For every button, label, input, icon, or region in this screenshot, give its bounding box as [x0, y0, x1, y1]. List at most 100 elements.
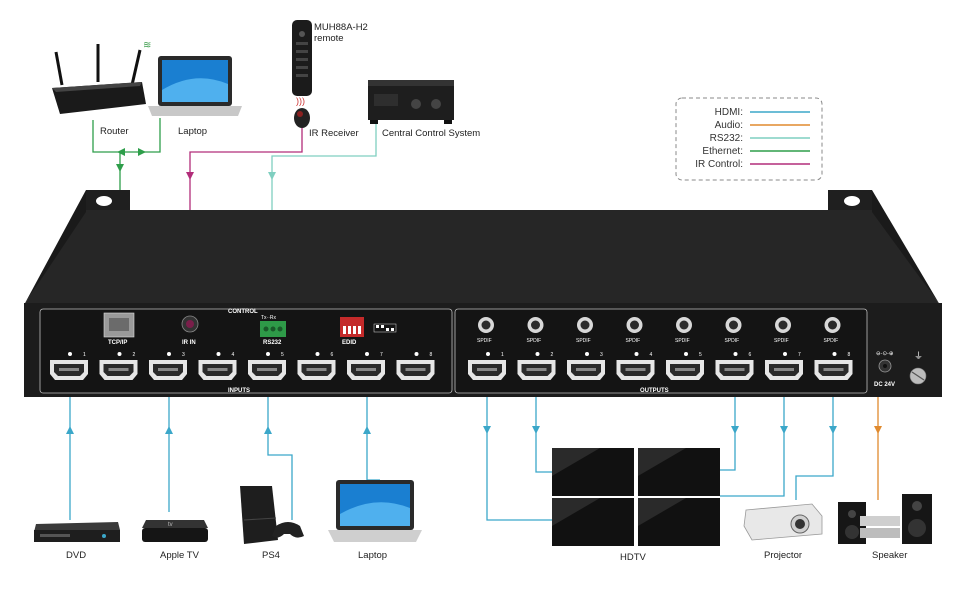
arrowheads	[66, 148, 882, 434]
hdmi-cable-out-6	[720, 388, 736, 471]
hdtv-label: HDTV	[620, 552, 647, 563]
hdmi-cable-out-2	[535, 388, 552, 473]
tcpip-label: TCP/IP	[108, 340, 127, 346]
ps4-console-icon	[240, 486, 304, 544]
speaker-system-icon	[838, 494, 932, 544]
hdmi-output-port-8[interactable]	[814, 360, 853, 380]
input-port-number: 3	[182, 352, 185, 358]
hdmi-input-port-8[interactable]	[396, 360, 435, 380]
svg-text:⊖-⊙-⊕: ⊖-⊙-⊕	[876, 351, 894, 357]
spdif-port-8[interactable]	[824, 317, 841, 333]
spdif-label: SPDIF	[725, 338, 740, 344]
spdif-port-6[interactable]	[725, 317, 742, 333]
hdmi-cable-ps4	[267, 388, 293, 520]
output-port-number: 1	[501, 352, 504, 358]
svg-text:⏚: ⏚	[914, 351, 923, 361]
spdif-port-3[interactable]	[577, 317, 593, 333]
output-led	[535, 352, 540, 356]
hdmi-output-port-2[interactable]	[517, 360, 556, 380]
outputs-label: OUTPUTS	[640, 388, 669, 394]
router-label: Router	[100, 126, 129, 137]
arrow-out8-down	[829, 426, 837, 434]
hdmi-input-port-4[interactable]	[198, 360, 237, 380]
input-port-number: 5	[281, 352, 284, 358]
legend-label: RS232:	[710, 133, 743, 144]
hdmi-output-port-4[interactable]	[616, 360, 655, 380]
arrow-out2-down	[532, 426, 540, 434]
apple-tv-label: Apple TV	[160, 550, 200, 561]
central-control-icon	[368, 80, 454, 124]
arrow-out7-down	[780, 426, 788, 434]
cables	[69, 118, 879, 521]
router-icon: ≋	[52, 40, 151, 114]
input-port-number: 6	[331, 352, 334, 358]
legend-label: Ethernet:	[702, 146, 743, 157]
rack-ear-hole-right	[844, 196, 860, 206]
hdmi-output-port-6[interactable]	[715, 360, 754, 380]
output-port-number: 5	[699, 352, 702, 358]
spdif-port-4[interactable]	[626, 317, 643, 333]
input-led	[414, 352, 419, 356]
spdif-port-7[interactable]	[775, 317, 791, 333]
svg-text:≋: ≋	[143, 40, 151, 51]
spdif-port-5[interactable]	[676, 317, 692, 333]
hdmi-input-port-6[interactable]	[297, 360, 336, 380]
hdmi-output-port-1[interactable]	[468, 360, 506, 380]
arrow-ir-down	[186, 172, 194, 180]
output-led	[684, 352, 688, 356]
spdif-label: SPDIF	[477, 338, 492, 344]
arrow-ethernet-down	[116, 164, 124, 172]
input-led	[315, 352, 320, 356]
output-led	[733, 352, 738, 356]
arrow-ethernet-right	[138, 148, 146, 156]
hdmi-input-port-5[interactable]	[248, 360, 286, 380]
dc-power-port[interactable]: ⊖-⊙-⊕	[876, 351, 894, 373]
hdmi-output-port-5[interactable]	[666, 360, 704, 380]
spdif-label: SPDIF	[576, 338, 591, 344]
matrix-switcher: CONTROL TCP/IP IR IN Tx··Rx RS232 EDID	[24, 190, 942, 397]
arrow-laptop-up	[363, 426, 371, 434]
input-led	[167, 352, 171, 356]
output-led	[634, 352, 639, 356]
input-led	[117, 352, 122, 356]
hdmi-input-port-1[interactable]	[50, 360, 88, 380]
spdif-port-1[interactable]	[478, 317, 494, 333]
legend-label: IR Control:	[695, 159, 743, 170]
ir-receiver-label: IR Receiver	[309, 128, 359, 139]
input-port-number: 2	[133, 352, 136, 358]
dvd-label: DVD	[66, 550, 86, 561]
hdmi-cable-out-1	[486, 388, 552, 521]
remote-model-label: MUH88A-H2	[314, 22, 368, 33]
arrow-rs232-down	[268, 172, 276, 180]
dip-diagram	[373, 323, 397, 333]
legend: HDMI:Audio:RS232:Ethernet:IR Control:	[675, 97, 823, 181]
hdmi-output-port-7[interactable]	[765, 360, 803, 380]
hdtv-wall-icon	[552, 448, 720, 546]
speaker-label: Speaker	[872, 550, 907, 561]
output-led	[783, 352, 787, 356]
hdmi-input-port-2[interactable]	[99, 360, 138, 380]
spdif-label: SPDIF	[626, 338, 641, 344]
output-port-number: 7	[798, 352, 801, 358]
input-led	[266, 352, 270, 356]
input-port-number: 7	[380, 352, 383, 358]
output-led	[486, 352, 490, 356]
input-port-number: 8	[430, 352, 433, 358]
arrow-ps4-up	[264, 426, 272, 434]
hdmi-input-port-7[interactable]	[347, 360, 385, 380]
ps4-label: PS4	[262, 550, 280, 561]
ir-in-label: IR IN	[182, 340, 196, 346]
input-led	[216, 352, 221, 356]
legend-label: Audio:	[715, 120, 743, 131]
arrow-appletv-up	[165, 426, 173, 434]
output-port-number: 4	[650, 352, 653, 358]
spdif-port-2[interactable]	[527, 317, 544, 333]
rack-ear-hole-left	[96, 196, 112, 206]
output-port-number: 2	[551, 352, 554, 358]
input-led	[365, 352, 369, 356]
hdmi-output-port-3[interactable]	[567, 360, 605, 380]
hdmi-input-port-3[interactable]	[149, 360, 187, 380]
arrow-out1-down	[483, 426, 491, 434]
laptop-bottom-label: Laptop	[358, 550, 387, 561]
